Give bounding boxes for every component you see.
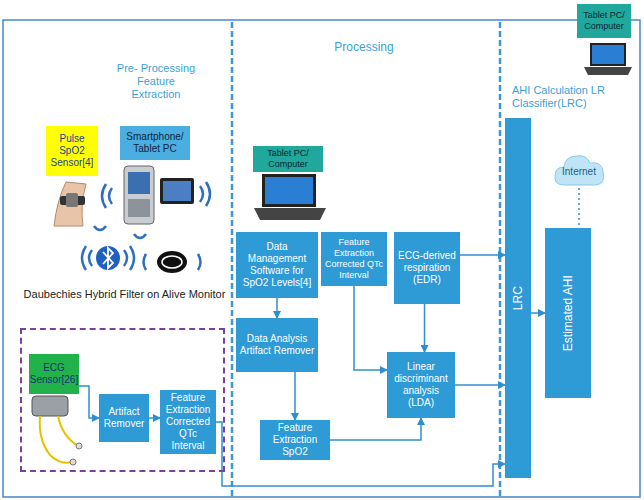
- node-text: Feature Extraction Corrected QTc Interva…: [324, 237, 384, 280]
- tablet-picture: [160, 178, 194, 204]
- radio-waves: [82, 246, 86, 270]
- sensor-box: ECG Sensor[26]: [29, 354, 79, 394]
- smartphone-picture: [124, 166, 154, 224]
- connector-arrow: [354, 286, 387, 370]
- laptop-picture: [592, 45, 624, 64]
- bluetooth-symbol: [96, 246, 120, 270]
- process-box: ECG-derived respiration (EDR): [394, 232, 460, 304]
- ecg-device-picture: [58, 416, 78, 446]
- device-box: Smartphone/ Tablet PC: [120, 126, 190, 160]
- radio-waves: [198, 254, 201, 270]
- process-box: Feature Extraction Corrected QTc Interva…: [321, 232, 387, 286]
- wrist-sensor-picture: [54, 182, 86, 226]
- bluetooth-symbol: [103, 248, 113, 268]
- connector-arrow: [460, 254, 505, 256]
- radio-waves: [200, 186, 203, 202]
- node-text: Feature Extraction Corrected QTc Interva…: [163, 392, 213, 452]
- cloud-node: Internet: [552, 150, 606, 188]
- smartphone-picture: [124, 166, 154, 224]
- node-text: Smartphone/ Tablet PC: [123, 131, 187, 155]
- device-box: Tablet PC/ Computer: [577, 4, 631, 38]
- radio-waves: [109, 188, 112, 204]
- laptop-picture: [584, 67, 632, 75]
- laptop-picture: [584, 43, 632, 75]
- radio-waves: [124, 250, 127, 266]
- laptop-picture: [254, 174, 326, 220]
- node-text: Internet: [562, 166, 596, 177]
- radio-waves: [134, 234, 146, 238]
- wifi-symbol: [162, 256, 182, 268]
- connector-arrow: [330, 418, 421, 440]
- process-box: Data Analysis Artifact Remover: [236, 318, 318, 372]
- tablet-picture: [163, 181, 191, 201]
- smartphone-picture: [128, 172, 150, 194]
- stage-separator: [499, 22, 502, 496]
- connector-arrow: [79, 386, 99, 418]
- node-text: Feature Extraction SpO2: [263, 422, 327, 458]
- connector-arrow: [149, 417, 160, 419]
- wifi-symbol: [157, 251, 187, 273]
- process-box: Feature Extraction Corrected QTc Interva…: [160, 390, 216, 454]
- classifier-bar: LRC: [505, 118, 531, 478]
- node-text: Artifact Remover: [102, 406, 146, 430]
- ecg-device-picture: [40, 416, 72, 463]
- node-text: Tablet PC/ Computer: [580, 10, 628, 32]
- stage-separator: [232, 22, 500, 496]
- group-heading: Daubechies Hybrid Filter on Alive Monito…: [22, 288, 227, 301]
- sensor-box: Pulse SpO2 Sensor[4]: [46, 126, 98, 176]
- node-text: ECG-derived respiration (EDR): [397, 250, 457, 286]
- stage-heading: AHI Calculation LR Classifier(LRC): [512, 84, 614, 110]
- node-text: Data Analysis Artifact Remover: [239, 333, 315, 357]
- radio-waves: [89, 250, 92, 266]
- laptop-picture: [265, 177, 313, 204]
- laptop-picture: [590, 43, 626, 66]
- connector-arrow: [276, 298, 278, 318]
- radio-waves: [130, 246, 134, 270]
- ecg-device-picture: [32, 396, 68, 416]
- figure-frame: [3, 20, 640, 497]
- stage-heading: Processing: [318, 40, 410, 54]
- wrist-sensor-picture: [54, 182, 86, 226]
- node-text: ECG Sensor[26]: [30, 362, 78, 386]
- output-box: Estimated AHI: [545, 228, 591, 398]
- smartphone-picture: [128, 199, 150, 217]
- ecg-device-picture: [70, 459, 76, 465]
- bluetooth-symbol: [96, 246, 120, 270]
- radio-waves: [206, 182, 210, 206]
- ecg-device-picture: [32, 396, 82, 465]
- node-text: Estimated AHI: [561, 275, 575, 351]
- process-box: Linear discriminant analysis (LDA): [387, 352, 455, 418]
- radio-waves: [144, 254, 147, 270]
- radio-waves: [94, 226, 106, 230]
- connector-arrow: [455, 384, 505, 386]
- radio-waves: [82, 182, 210, 270]
- node-text: Tablet PC/ Computer: [256, 148, 320, 170]
- connector-arrow: [294, 372, 296, 420]
- node-text: Linear discriminant analysis (LDA): [390, 361, 452, 409]
- process-box: Artifact Remover: [99, 394, 149, 442]
- node-text: Data Management Software for SpO2 Levels…: [239, 241, 315, 289]
- radio-waves: [102, 184, 106, 208]
- ecg-device-picture: [76, 443, 82, 449]
- wrist-sensor-picture: [66, 193, 78, 207]
- connector-arrow: [578, 188, 580, 228]
- filter-group: Daubechies Hybrid Filter on Alive Monito…: [20, 328, 225, 472]
- node-text: LRC: [511, 286, 525, 310]
- cloud-shape: [555, 156, 604, 185]
- wifi-symbol: [157, 251, 187, 273]
- figure-frame: [3, 20, 640, 497]
- process-box: Feature Extraction SpO2: [260, 420, 330, 460]
- node-text: Pulse SpO2 Sensor[4]: [49, 133, 95, 169]
- connector-arrow: [424, 304, 426, 352]
- laptop-picture: [254, 208, 326, 220]
- laptop-picture: [262, 174, 316, 207]
- stage-separator: [231, 22, 234, 496]
- tablet-picture: [160, 178, 194, 204]
- stage-heading: Pre- Processing Feature Extraction: [116, 62, 196, 102]
- connector-arrow: [531, 312, 545, 314]
- process-box: Data Management Software for SpO2 Levels…: [236, 232, 318, 298]
- device-box: Tablet PC/ Computer: [253, 146, 323, 172]
